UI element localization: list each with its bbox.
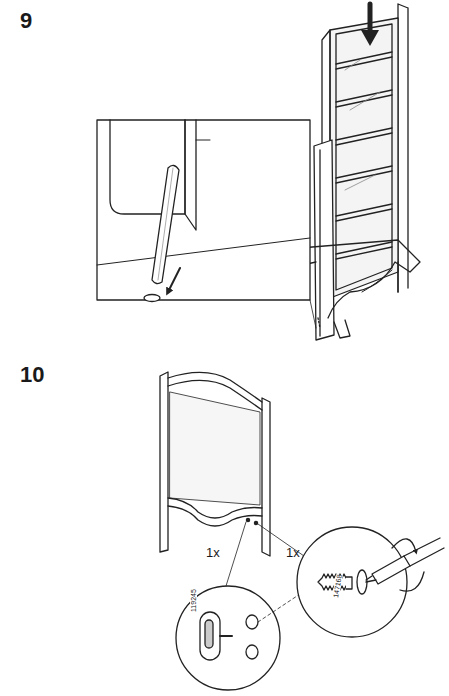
slat [336, 128, 392, 145]
quantity: 1x [206, 546, 220, 559]
part-number: 119245 [190, 589, 197, 612]
step10-headboard [160, 372, 304, 586]
slat [336, 90, 392, 107]
slat [336, 52, 392, 69]
screw-detail [297, 527, 444, 637]
step-number: 9 [20, 10, 32, 32]
step-number: 10 [20, 364, 44, 386]
quantity: 1x [286, 546, 300, 559]
cam-detail [176, 586, 306, 690]
slat [336, 204, 392, 221]
step9-detail [97, 120, 316, 328]
